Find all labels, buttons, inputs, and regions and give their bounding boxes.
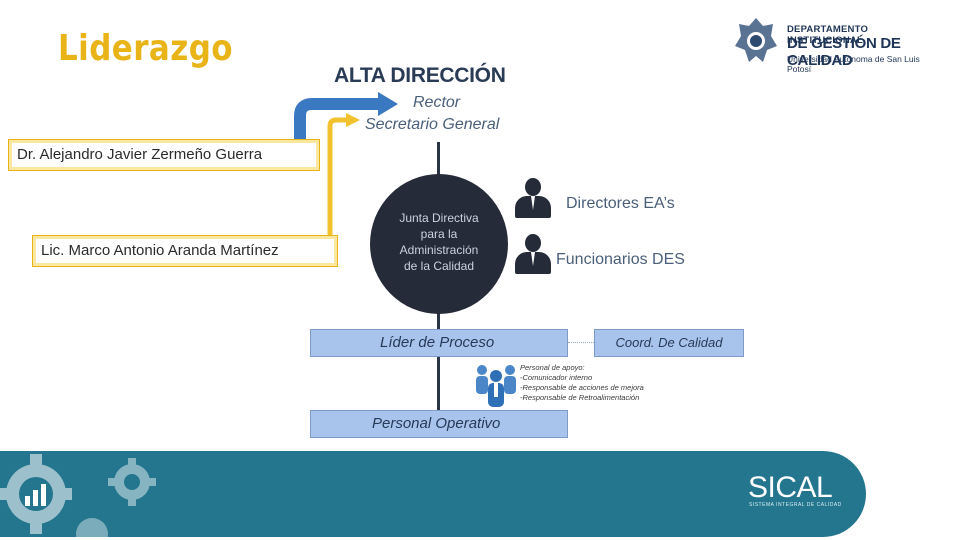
page-title: Liderazgo (58, 28, 233, 69)
note-line: Personal de apoyo: (520, 363, 585, 372)
sical-banner (0, 451, 866, 537)
directores-label: Directores EA’s (566, 195, 675, 212)
logo-line-2: DE GESTIÓN DE CALIDAD (787, 35, 901, 69)
note-line: -Responsable de Retroalimentación (520, 393, 640, 402)
blue-arrow (294, 98, 380, 140)
gears-icon (0, 454, 156, 540)
secretario-name-box: Lic. Marco Antonio Aranda Martínez (32, 235, 338, 267)
support-staff-notes: Personal de apoyo: -Comunicador interno … (520, 363, 644, 403)
personal-operativo-box: Personal Operativo (310, 410, 568, 438)
person-icon (514, 178, 552, 220)
note-line: -Responsable de acciones de mejora (520, 383, 644, 392)
blue-arrowhead (378, 92, 398, 116)
rector-label: Rector (413, 94, 461, 111)
dotted-connector (568, 342, 594, 343)
junta-line-2: para la (420, 227, 458, 241)
junta-line-1: Junta Directiva (399, 211, 479, 225)
rector-name-box: Dr. Alejandro Javier Zermeño Guerra (8, 139, 320, 171)
lider-de-proceso-box: Líder de Proceso (310, 329, 568, 357)
sical-logo-text: SICAL (748, 471, 833, 504)
team-icon (476, 365, 516, 407)
funcionarios-label: Funcionarios DES (556, 251, 685, 268)
logo-line-1: DEPARTAMENTO INSTITUCIONAL (787, 24, 869, 46)
junta-directiva-node (370, 174, 508, 314)
sical-tagline: SISTEMA INTEGRAL DE CALIDAD (749, 502, 842, 508)
note-line: -Comunicador interno (520, 373, 593, 382)
junta-line-4: de la Calidad (403, 259, 475, 273)
alta-direccion-heading: ALTA DIRECCIÓN (334, 64, 506, 87)
person-icon (514, 234, 552, 276)
logo-line-3: Universidad Autónoma de San Luis Potosí (787, 54, 920, 74)
secretario-label: Secretario General (365, 116, 500, 133)
junta-directiva-label: Junta Directiva para la Administración d… (380, 210, 498, 274)
yellow-arrowhead (346, 113, 360, 127)
department-logo: DEPARTAMENTO INSTITUCIONAL DE GESTIÓN DE… (733, 16, 943, 74)
yellow-arrow (327, 117, 348, 236)
coord-calidad-box: Coord. De Calidad (594, 329, 744, 357)
university-seal-icon (735, 18, 777, 62)
junta-line-3: Administración (399, 243, 479, 257)
